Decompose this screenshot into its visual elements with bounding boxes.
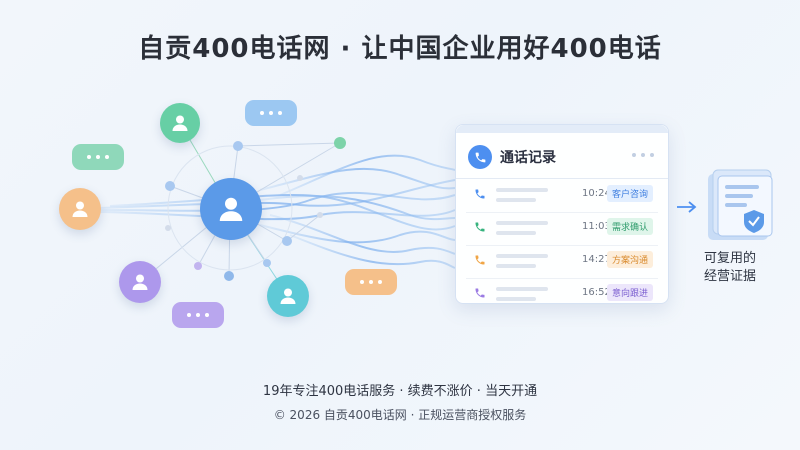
phone-icon <box>475 288 485 298</box>
chat-bubble-icon <box>245 100 297 126</box>
document-label-line2: 经营证据 <box>703 269 756 284</box>
call-tag: 方案沟通 <box>607 251 654 268</box>
placeholder-lines <box>496 254 548 268</box>
call-time: 16:52 <box>582 287 611 298</box>
row-divider <box>466 278 658 279</box>
call-time: 14:27 <box>582 254 611 265</box>
phone-icon <box>475 255 485 265</box>
call-tag: 需求确认 <box>607 218 654 235</box>
call-time: 11:03 <box>582 221 611 232</box>
document-shield-icon <box>708 169 773 240</box>
data-flow-lines <box>94 154 456 269</box>
document-label-line1: 可复用的 <box>703 251 756 266</box>
divider <box>456 178 668 179</box>
user-avatar-icon <box>160 103 200 143</box>
user-avatar-icon <box>267 275 309 317</box>
row-divider <box>466 245 658 246</box>
footer-tagline: 19年专注400电话服务 · 续费不涨价 · 当天开通 <box>262 384 538 399</box>
chat-bubble-icon <box>345 269 397 295</box>
call-time: 10:24 <box>582 188 611 199</box>
document-label: 可复用的 经营证据 <box>690 250 770 286</box>
chat-bubble-icon <box>172 302 224 328</box>
window-dots-icon <box>632 153 654 157</box>
phone-icon <box>475 189 485 199</box>
call-tag: 客户咨询 <box>607 185 654 202</box>
placeholder-lines <box>496 287 548 301</box>
phone-icon <box>475 222 485 232</box>
card-title: 通话记录 <box>500 150 556 166</box>
page-headline: 自贡400电话网 · 让中国企业用好400电话 <box>138 34 662 64</box>
row-divider <box>466 212 658 213</box>
hub-user-avatar-icon <box>200 178 262 240</box>
chat-bubble-icon <box>72 144 124 170</box>
placeholder-lines <box>496 221 548 235</box>
network-nodes <box>165 137 346 281</box>
arrow-right-icon <box>677 201 697 213</box>
user-avatar-icon <box>119 261 161 303</box>
user-avatar-icon <box>59 188 101 230</box>
card-header: 通话记录 <box>468 145 556 169</box>
card-top-bar <box>456 125 668 133</box>
footer-copyright: © 2026 自贡400电话网 · 正规运营商授权服务 <box>273 408 527 422</box>
phone-icon <box>468 145 492 169</box>
placeholder-lines <box>496 188 548 202</box>
call-tag: 意向跟进 <box>607 284 654 301</box>
